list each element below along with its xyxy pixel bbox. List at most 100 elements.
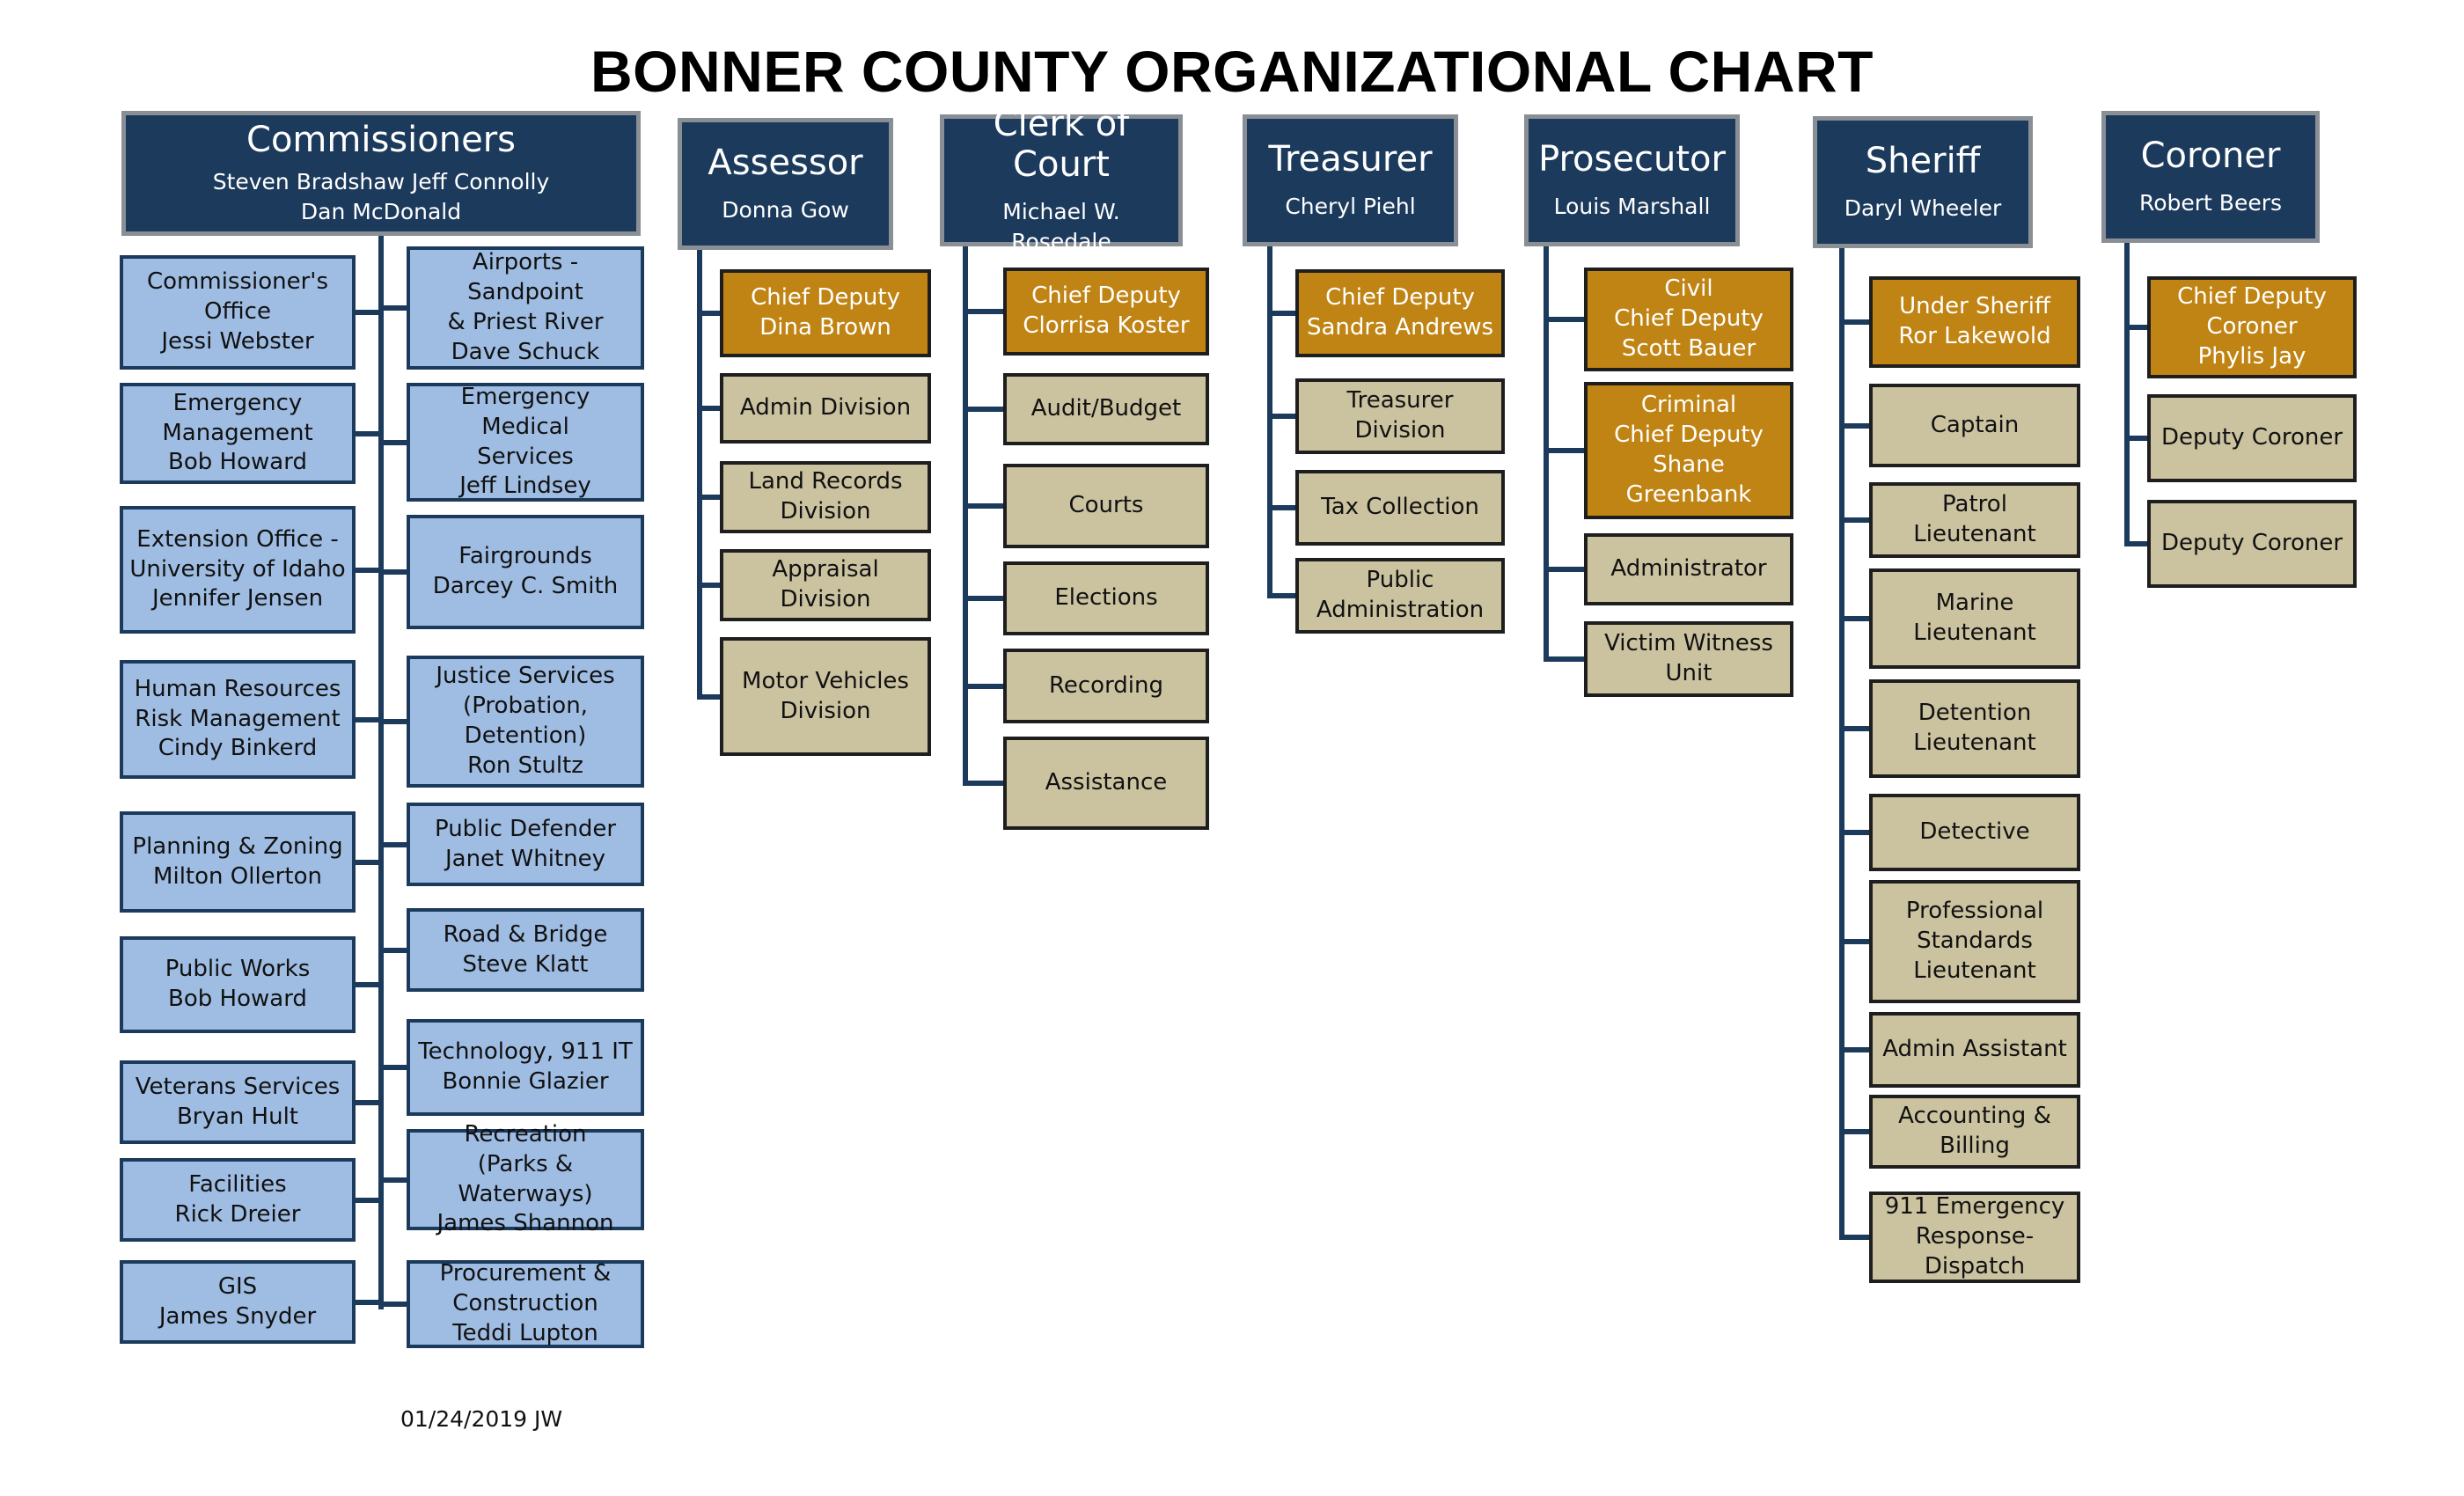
commission-unit: Technology, 911 IT Bonnie Glazier — [407, 1019, 644, 1116]
connector-line — [1839, 1047, 1869, 1052]
division-box-label: Land Records Division — [748, 468, 903, 524]
connector-line — [378, 236, 384, 1309]
commission-unit-label: Fairgrounds Darcey C. Smith — [432, 543, 619, 599]
commission-unit: Commissioner's Office Jessi Webster — [120, 255, 356, 370]
commission-unit: Procurement & Construction Teddi Lupton — [407, 1260, 644, 1348]
connector-line — [697, 311, 720, 316]
connector-line — [1839, 1129, 1869, 1134]
division-box-label: Marine Lieutenant — [1913, 590, 2036, 646]
division-box: Deputy Coroner — [2147, 500, 2357, 588]
connector-line — [356, 982, 378, 987]
division-box: Elections — [1003, 561, 1209, 635]
department-head: Cheryl Piehl — [1285, 194, 1416, 220]
connector-line — [356, 1099, 378, 1105]
division-box: Administrator — [1584, 533, 1793, 605]
division-box-label: Assistance — [1045, 769, 1168, 796]
commission-unit: Extension Office - University of Idaho J… — [120, 506, 356, 634]
division-box: Tax Collection — [1295, 470, 1505, 546]
division-box: Land Records Division — [720, 461, 931, 533]
division-box-label: Courts — [1068, 492, 1144, 519]
division-box-label: Accounting & Billing — [1898, 1103, 2051, 1159]
connector-line — [697, 406, 720, 411]
commission-unit-label: GIS James Snyder — [158, 1272, 317, 1330]
division-box: Marine Lieutenant — [1869, 568, 2080, 669]
division-box: Professional Standards Lieutenant — [1869, 880, 2080, 1003]
division-box: 911 Emergency Response- Dispatch — [1869, 1192, 2080, 1283]
commission-unit-label: Road & Bridge Steve Klatt — [443, 920, 608, 978]
connector-line — [356, 716, 378, 722]
division-box: Public Administration — [1295, 558, 1505, 634]
connector-line — [1267, 311, 1295, 316]
connector-line — [378, 719, 407, 724]
division-box: Audit/Budget — [1003, 373, 1209, 445]
connector-line — [2124, 541, 2147, 546]
footer-date: 01/24/2019 JW — [400, 1406, 563, 1432]
division-box: Captain — [1869, 384, 2080, 467]
chief-deputy-box-label: Chief Deputy Dina Brown — [751, 284, 900, 341]
commission-unit-label: Recreation (Parks & Waterways) James Sha… — [436, 1120, 614, 1237]
connector-line — [1544, 656, 1584, 662]
chief-deputy-box-label: Under Sheriff Ror Lakewold — [1898, 293, 2051, 349]
commission-unit: Emergency Management Bob Howard — [120, 383, 356, 484]
division-box-label: Victim Witness Unit — [1604, 630, 1773, 686]
chief-deputy-box: Criminal Chief Deputy Shane Greenbank — [1584, 382, 1793, 519]
commission-unit: Public Works Bob Howard — [120, 936, 356, 1033]
connector-line — [697, 583, 720, 588]
division-box: Patrol Lieutenant — [1869, 482, 2080, 558]
department-head: Robert Beers — [2138, 190, 2283, 216]
connector-line — [356, 1299, 378, 1305]
chief-deputy-box-label: Criminal Chief Deputy Shane Greenbank — [1614, 392, 1764, 508]
division-box-label: Deputy Coroner — [2160, 424, 2343, 451]
commission-unit-label: Veterans Services Bryan Hult — [135, 1073, 341, 1130]
department-name: Prosecutor — [1538, 139, 1726, 180]
commission-unit: Emergency Medical Services Jeff Lindsey — [407, 383, 644, 502]
division-box: Detective — [1869, 794, 2080, 871]
connector-line — [1267, 505, 1295, 510]
division-box-label: Admin Assistant — [1882, 1036, 2067, 1063]
division-box-label: Treasurer Division — [1346, 387, 1454, 444]
connector-line — [378, 439, 407, 445]
commission-unit: Justice Services (Probation, Detention) … — [407, 656, 644, 788]
department-name: Sheriff — [1865, 141, 1981, 182]
connector-line — [1544, 567, 1584, 572]
division-box: Admin Assistant — [1869, 1012, 2080, 1088]
commission-unit-label: Planning & Zoning Milton Ollerton — [132, 832, 343, 890]
connector-line — [1544, 448, 1584, 453]
connector-line — [963, 246, 968, 786]
connector-line — [963, 309, 1003, 314]
connector-line — [1544, 246, 1549, 662]
commissioners-members-2: Dan McDonald — [300, 199, 462, 224]
chief-deputy-box-label: Chief Deputy Clorrisa Koster — [1023, 282, 1190, 339]
connector-line — [1544, 317, 1584, 322]
connector-line — [1839, 422, 1869, 429]
connector-line — [1839, 830, 1869, 835]
commission-unit: Human Resources Risk Management Cindy Bi… — [120, 660, 356, 779]
connector-line — [1839, 726, 1869, 731]
department-name: Assessor — [708, 143, 863, 184]
connector-line — [1267, 593, 1295, 598]
connector-line — [378, 1302, 407, 1307]
commission-unit-label: Emergency Medical Services Jeff Lindsey — [459, 383, 591, 500]
division-box: Detention Lieutenant — [1869, 679, 2080, 778]
division-box-label: Audit/Budget — [1030, 395, 1182, 422]
connector-line — [2124, 436, 2147, 441]
commission-unit: Airports - Sandpoint & Priest River Dave… — [407, 246, 644, 370]
division-box-label: Tax Collection — [1321, 494, 1479, 521]
department-name: Clerk of Court — [993, 104, 1130, 186]
commission-unit-label: Extension Office - University of Idaho J… — [129, 525, 346, 612]
commissioners-members: Steven Bradshaw Jeff Connolly — [212, 169, 550, 195]
commissioners-title: Commissioners — [246, 120, 516, 161]
division-box: Accounting & Billing — [1869, 1095, 2080, 1169]
connector-line — [378, 1177, 407, 1183]
commissioners-header: Commissioners Steven Bradshaw Jeff Conno… — [121, 111, 641, 236]
division-box-label: Public Administration — [1316, 567, 1485, 623]
division-box-label: Motor Vehicles Division — [742, 667, 909, 724]
commission-unit-label: Procurement & Construction Teddi Lupton — [439, 1260, 612, 1346]
connector-line — [356, 1197, 378, 1203]
connector-line — [1267, 246, 1272, 598]
chief-deputy-box: Chief Deputy Clorrisa Koster — [1003, 268, 1209, 356]
commission-unit: Facilities Rick Dreier — [120, 1158, 356, 1242]
